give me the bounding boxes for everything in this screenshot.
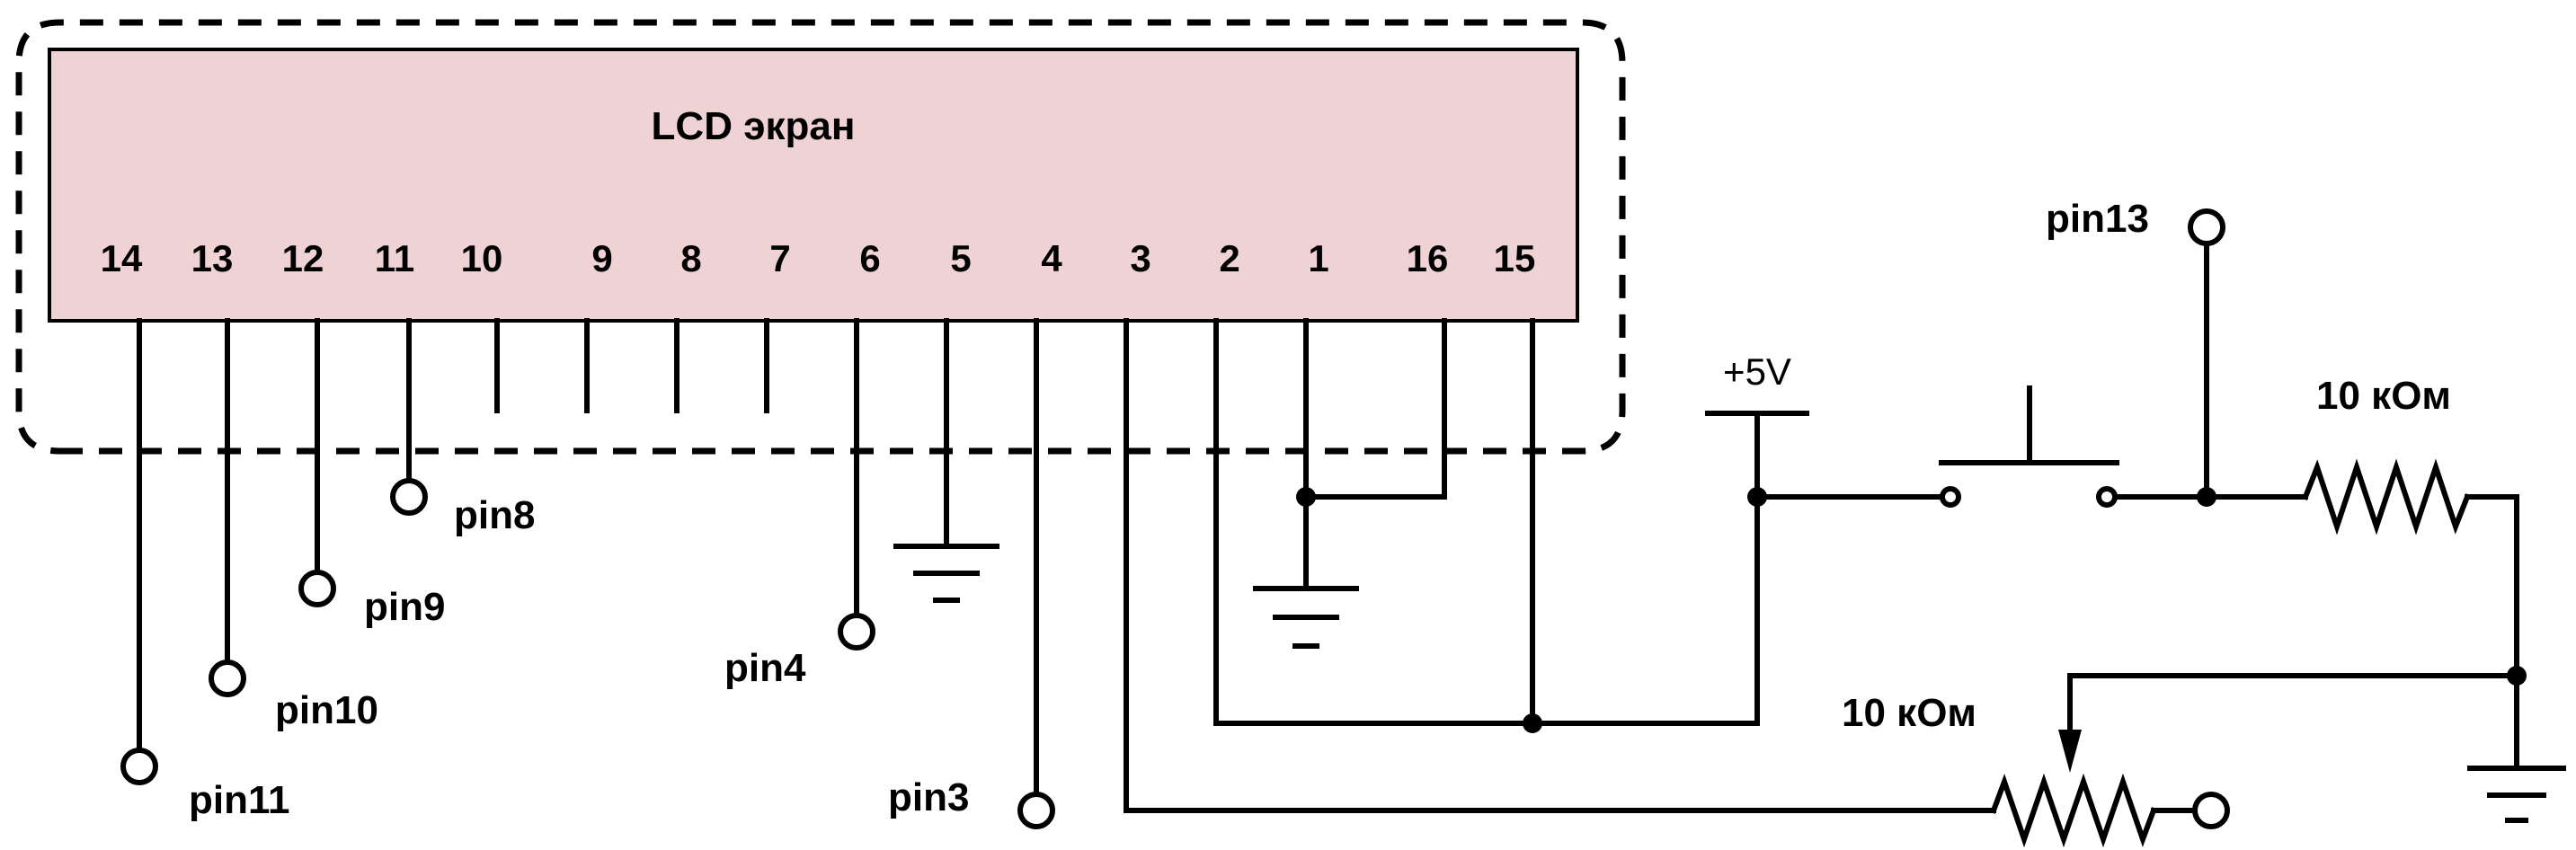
label-pin4: pin4	[724, 646, 806, 690]
terminal-pin10	[209, 660, 246, 697]
lcd-title: LCD экран	[652, 104, 856, 148]
pullup-resistor-zigzag	[2302, 458, 2471, 536]
pin-number-2: 2	[1219, 237, 1239, 279]
label-pin3: pin3	[888, 775, 969, 819]
pin-number-6: 6	[859, 237, 880, 279]
pin-number-12: 12	[282, 237, 324, 279]
wire-resistor-to-ground	[2465, 494, 2519, 771]
label-pin9: pin9	[364, 585, 445, 629]
junction-pin15-bus	[1523, 713, 1542, 733]
wire-pin3	[1124, 318, 1996, 813]
label-pin10: pin10	[275, 688, 378, 732]
potentiometer-wiper-wire	[2067, 673, 2519, 741]
pin-number-16: 16	[1407, 237, 1449, 279]
button-contact-left	[1940, 486, 1961, 508]
vcc-label: +5V	[1723, 350, 1791, 393]
potentiometer-wiper-arrow	[2058, 730, 2082, 773]
junction-ground-wiper	[2507, 666, 2527, 686]
terminal-pin3	[1017, 792, 1055, 829]
lcd-module-outline	[15, 19, 1626, 455]
lcd-screen	[48, 48, 1579, 323]
pin-number-13: 13	[191, 237, 234, 279]
pin-number-14: 14	[101, 237, 143, 279]
pin-number-5: 5	[950, 237, 971, 279]
terminal-pin13	[2188, 208, 2225, 246]
potentiometer-value: 10 кОм	[1842, 691, 1976, 735]
pin-number-11: 11	[375, 237, 414, 279]
wire-pin2	[1213, 318, 1760, 726]
wire-pin16	[1303, 318, 1447, 500]
pullup-resistor-value: 10 кОм	[2316, 374, 2451, 418]
pin-number-10: 10	[461, 237, 503, 279]
pin-number-7: 7	[769, 237, 790, 279]
potentiometer-zigzag	[1990, 773, 2157, 848]
pin-number-8: 8	[680, 237, 701, 279]
terminal-pin8	[390, 478, 428, 516]
terminal-pin4	[838, 613, 875, 651]
label-pin8: pin8	[454, 493, 535, 537]
pin-number-9: 9	[591, 237, 612, 279]
label-pin13: pin13	[2046, 197, 2149, 241]
label-pin11: pin11	[189, 778, 290, 822]
junction-pin13-node	[2197, 487, 2216, 507]
terminal-pin11	[120, 748, 158, 785]
junction-pin1-pin16	[1296, 487, 1316, 507]
pin-number-1: 1	[1308, 237, 1328, 279]
terminal-pin9	[298, 570, 336, 607]
pin-number-3: 3	[1130, 237, 1150, 279]
junction-vcc	[1747, 487, 1767, 507]
terminal-pot-end	[2192, 792, 2230, 829]
pin-number-15: 15	[1494, 237, 1536, 279]
pin-number-4: 4	[1041, 237, 1062, 279]
